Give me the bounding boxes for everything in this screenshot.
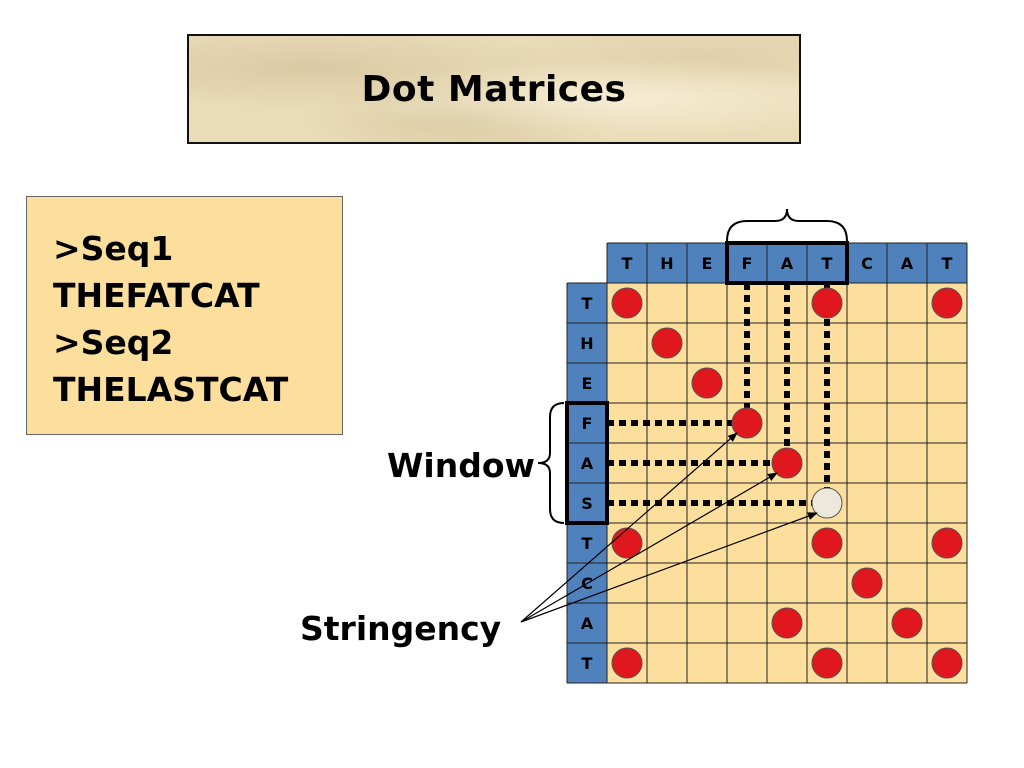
seq1-header: >Seq1	[53, 229, 174, 268]
stringency-label: Stringency	[300, 609, 501, 648]
sequence-box: >Seq1 THEFATCAT >Seq2 THELASTCAT	[26, 196, 343, 435]
match-dot	[611, 287, 643, 319]
column-header-band	[607, 243, 967, 283]
row-letter: F	[582, 414, 593, 433]
seq2-text: THELASTCAT	[53, 370, 289, 409]
window-label: Window	[387, 446, 535, 485]
match-dot	[851, 567, 883, 599]
column-letter: T	[622, 254, 633, 273]
match-dot	[691, 367, 723, 399]
window-brace-left	[537, 402, 565, 524]
column-letter: E	[702, 254, 713, 273]
match-dot	[811, 647, 843, 679]
match-dot	[651, 327, 683, 359]
column-letter: H	[660, 254, 673, 273]
match-dot	[931, 287, 963, 319]
stringency-arrow	[520, 512, 818, 623]
match-dot	[771, 607, 803, 639]
window-layer	[565, 241, 849, 525]
row-letter: T	[582, 534, 593, 553]
mismatch-dot	[811, 487, 843, 519]
row-letter: A	[581, 454, 594, 473]
column-letter: T	[942, 254, 953, 273]
column-letter: A	[781, 254, 794, 273]
match-dot	[891, 607, 923, 639]
column-letter: F	[742, 254, 753, 273]
title-box: Dot Matrices	[187, 34, 801, 144]
row-letter: S	[581, 494, 593, 513]
window-brace-top	[726, 208, 848, 242]
match-dot	[931, 527, 963, 559]
row-letter: T	[582, 654, 593, 673]
row-letter: T	[582, 294, 593, 313]
stringency-arrow	[520, 472, 778, 623]
match-dot	[731, 407, 763, 439]
window-column-box	[725, 241, 849, 285]
match-dot	[771, 447, 803, 479]
dot-layer	[611, 287, 963, 679]
row-letter: A	[581, 614, 594, 633]
window-row-box	[565, 401, 609, 525]
column-letter: T	[822, 254, 833, 273]
match-dot	[611, 647, 643, 679]
seq1-text: THEFATCAT	[53, 276, 260, 315]
page-title: Dot Matrices	[361, 68, 627, 110]
row-letter: H	[580, 334, 593, 353]
column-letter: A	[901, 254, 914, 273]
annotation-layer	[520, 208, 848, 623]
match-dot	[931, 647, 963, 679]
stringency-arrow	[520, 432, 738, 623]
match-dot	[811, 287, 843, 319]
column-letter: C	[861, 254, 873, 273]
match-dot	[811, 527, 843, 559]
seq2-header: >Seq2	[53, 323, 174, 362]
row-letter: E	[582, 374, 593, 393]
